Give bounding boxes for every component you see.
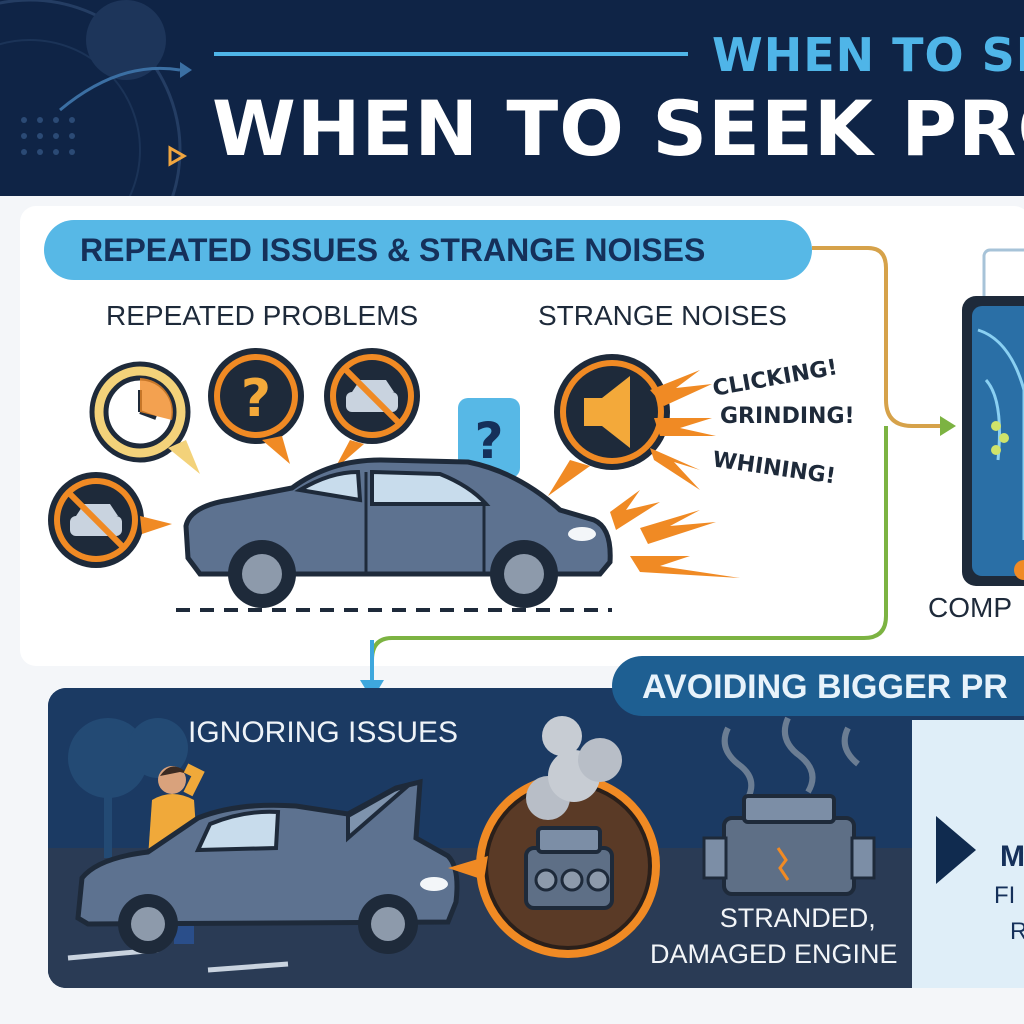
noise-grinding: GRINDING! xyxy=(720,404,855,429)
section-banner-avoiding-label: AVOIDING BIGGER PR xyxy=(642,668,1008,706)
smoking-engine-icon xyxy=(448,716,660,958)
crossed-car-icon-2 xyxy=(48,472,172,568)
header-title: WHEN TO SEEK PROF xyxy=(212,84,1024,173)
computer-diagnostic-label: COMP xyxy=(928,592,1012,623)
repeated-problems-label: REPEATED PROBLEMS xyxy=(106,300,419,331)
avoiding-bigger-problems-panel xyxy=(48,688,1024,988)
header-decoration xyxy=(0,0,688,196)
header-subtitle: WHEN TO SE xyxy=(712,28,1024,82)
broken-car-illustration xyxy=(75,778,460,954)
section-banner-repeated-label: REPEATED ISSUES & STRANGE NOISES xyxy=(80,232,706,268)
car-illustration xyxy=(176,457,613,612)
sound-bolts xyxy=(610,370,740,578)
header-band xyxy=(0,0,1024,196)
computer-diagnostic-illustration xyxy=(962,248,1024,586)
speaker-icon xyxy=(548,354,670,496)
section-banner-avoiding xyxy=(612,656,1024,716)
question-mark-icon: ? xyxy=(208,348,304,464)
right-panel-line-2: FI xyxy=(994,882,1016,909)
repeated-issues-illustration: ? ? xyxy=(48,348,740,612)
stranded-engine-label: STRANDED, DAMAGED ENGINE xyxy=(650,900,898,972)
ignoring-issues-illustration xyxy=(48,688,1024,988)
right-panel-line-1: M xyxy=(1000,840,1024,873)
section-banner-repeated xyxy=(44,220,812,280)
ignoring-issues-label: IGNORING ISSUES xyxy=(188,716,459,749)
clock-icon xyxy=(89,361,200,474)
svg-text:?: ? xyxy=(474,412,503,470)
crossed-car-icon xyxy=(324,348,420,470)
damaged-engine-icon xyxy=(702,716,876,896)
stranded-line-2: DAMAGED ENGINE xyxy=(650,939,898,969)
svg-text:?: ? xyxy=(241,369,271,429)
stranded-line-1: STRANDED, xyxy=(719,903,876,933)
right-panel-line-3: R xyxy=(1010,918,1024,945)
strange-noises-label: STRANGE NOISES xyxy=(538,300,787,331)
arrow-right-icon xyxy=(936,816,976,884)
